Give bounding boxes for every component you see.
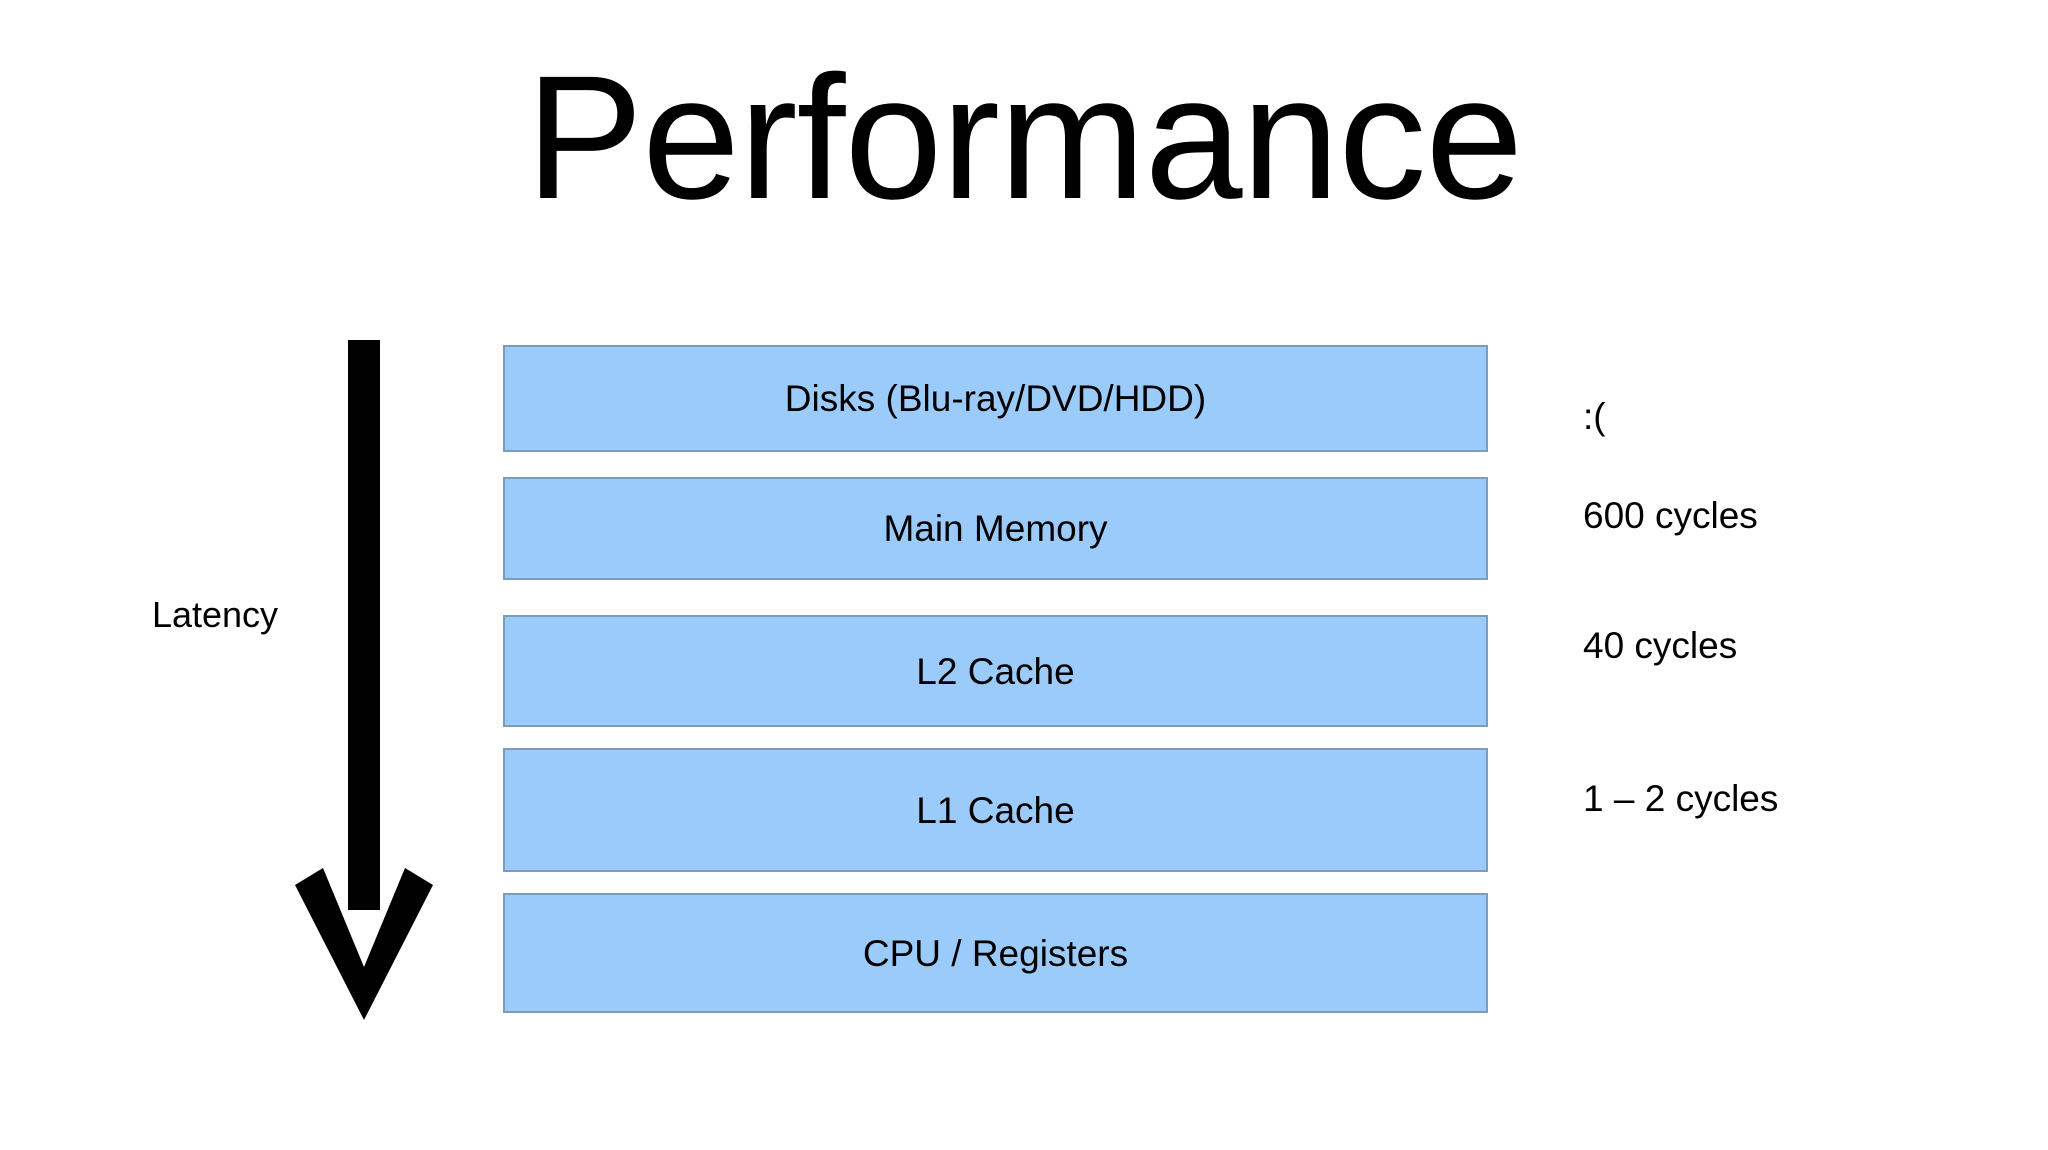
down-arrow-icon bbox=[290, 340, 440, 1020]
latency-annotation-main-memory: 600 cycles bbox=[1583, 495, 1758, 536]
hierarchy-bar-label: L1 Cache bbox=[916, 789, 1075, 831]
latency-annotation-l2-cache: 40 cycles bbox=[1583, 625, 1738, 666]
hierarchy-bar-cpu-registers[interactable]: CPU / Registers bbox=[503, 893, 1488, 1013]
hierarchy-bar-label: L2 Cache bbox=[916, 650, 1075, 692]
arrow-head bbox=[295, 868, 433, 1020]
hierarchy-bar-label: CPU / Registers bbox=[862, 932, 1129, 974]
latency-axis-label: Latency bbox=[151, 594, 279, 635]
hierarchy-bar-label: Disks (Blu-ray/DVD/HDD) bbox=[784, 378, 1207, 419]
memory-hierarchy-bars: Disks (Blu-ray/DVD/HDD) Main Memory L2 C… bbox=[503, 0, 1488, 1150]
latency-annotation-l1-cache: 1 – 2 cycles bbox=[1583, 778, 1779, 819]
hierarchy-bar-main-memory[interactable]: Main Memory bbox=[503, 477, 1488, 580]
latency-annotation-disks: :( bbox=[1583, 396, 1606, 437]
hierarchy-bar-label: Main Memory bbox=[883, 508, 1108, 549]
hierarchy-bar-disks[interactable]: Disks (Blu-ray/DVD/HDD) bbox=[503, 345, 1488, 452]
page-title: Performance bbox=[525, 40, 1524, 236]
down-arrow-svg bbox=[295, 340, 433, 1020]
hierarchy-bar-l1-cache[interactable]: L1 Cache bbox=[503, 748, 1488, 872]
arrow-shaft bbox=[348, 340, 380, 910]
hierarchy-bar-l2-cache[interactable]: L2 Cache bbox=[503, 615, 1488, 727]
